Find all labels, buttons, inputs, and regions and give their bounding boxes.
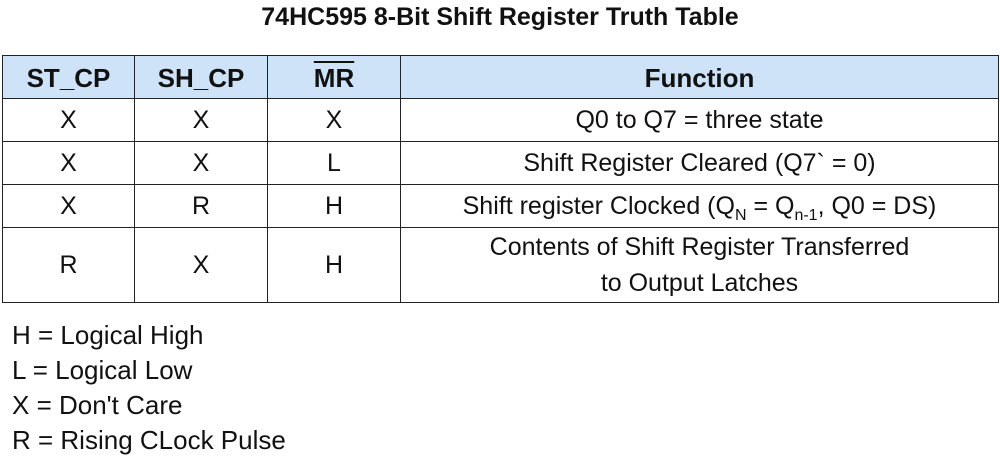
function-text-c: , Q0 = DS) xyxy=(817,192,937,220)
legend-item-dont-care: X = Don't Care xyxy=(12,390,183,420)
cell-st-cp: X xyxy=(2,141,135,185)
subscript-n-minus-1: n-1 xyxy=(794,207,818,224)
cell-mr: X xyxy=(267,98,401,142)
cell-sh-cp: R xyxy=(134,184,268,228)
cell-sh-cp: X xyxy=(134,141,268,185)
legend: H = Logical High L = Logical Low X = Don… xyxy=(12,318,286,458)
table-row: R X H Contents of Shift Register Transfe… xyxy=(2,227,999,303)
page-title: 74HC595 8-Bit Shift Register Truth Table xyxy=(261,3,739,31)
truth-table: ST_CP SH_CP MR Function X X X Q0 to Q7 =… xyxy=(2,55,999,303)
cell-function: Q0 to Q7 = three state xyxy=(400,98,999,142)
cell-st-cp: X xyxy=(2,98,135,142)
table-row: X X L Shift Register Cleared (Q7` = 0) xyxy=(2,141,999,185)
legend-item-low: L = Logical Low xyxy=(12,355,193,385)
header-row: ST_CP SH_CP MR Function xyxy=(2,55,999,99)
header-st-cp: ST_CP xyxy=(2,55,135,99)
legend-item-rising-clock: R = Rising CLock Pulse xyxy=(12,425,286,455)
cell-st-cp: X xyxy=(2,184,135,228)
cell-mr: H xyxy=(267,227,401,303)
mr-overline-label: MR xyxy=(313,62,355,93)
cell-mr: L xyxy=(267,141,401,185)
legend-item-high: H = Logical High xyxy=(12,320,204,350)
cell-function: Contents of Shift Register Transferred t… xyxy=(400,227,999,303)
cell-sh-cp: X xyxy=(134,227,268,303)
function-text-b: = Q xyxy=(746,192,795,220)
header-function: Function xyxy=(400,55,999,99)
table-row: X X X Q0 to Q7 = three state xyxy=(2,98,999,142)
table-row: X R H Shift register Clocked (QN = Qn-1,… xyxy=(2,184,999,228)
cell-function: Shift Register Cleared (Q7` = 0) xyxy=(400,141,999,185)
header-mr: MR xyxy=(267,55,401,99)
cell-st-cp: R xyxy=(2,227,135,303)
cell-mr: H xyxy=(267,184,401,228)
cell-function: Shift register Clocked (QN = Qn-1, Q0 = … xyxy=(400,184,999,228)
function-line-1: Contents of Shift Register Transferred xyxy=(489,233,910,261)
function-text-a: Shift register Clocked (Q xyxy=(462,192,735,220)
cell-sh-cp: X xyxy=(134,98,268,142)
function-line-2: to Output Latches xyxy=(600,269,799,297)
header-sh-cp: SH_CP xyxy=(134,55,268,99)
subscript-n: N xyxy=(734,207,747,224)
